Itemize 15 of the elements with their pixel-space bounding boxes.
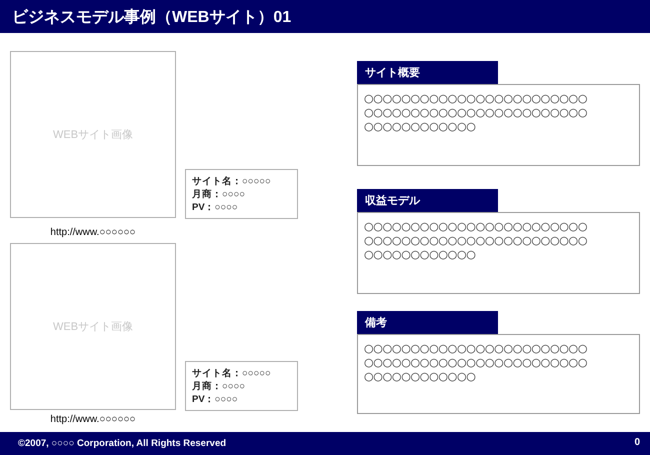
info-box: サイト名：○○○○○ 月商：○○○○ PV：○○○○ bbox=[185, 361, 298, 411]
info-box: サイト名：○○○○○ 月商：○○○○ PV：○○○○ bbox=[185, 169, 298, 219]
url-text: http://www.○○○○○○ bbox=[49, 414, 137, 425]
copyright-text: ©2007, ○○○○ Corporation, All Rights Reserved bbox=[18, 438, 226, 449]
picture-frame bbox=[10, 51, 176, 218]
text-box: ○○○○○○○○○○○○○○○○○○○○○○○○ ○○○○○○○○○○○○○○○○○○○○○○○○ ○○○○○○○○○○○○ bbox=[357, 334, 640, 414]
picture-frame bbox=[10, 243, 176, 410]
title: ビジネスモデル事例（WEBサイト）01 bbox=[12, 8, 292, 28]
text-box: ○○○○○○○○○○○○○○○○○○○○○○○○ ○○○○○○○○○○○○○○○○○○○○○○○○ ○○○○○○○○○○○○ bbox=[357, 212, 640, 294]
section-heading: サイト概要 bbox=[357, 61, 498, 84]
section-heading: 収益モデル bbox=[357, 189, 498, 212]
page-number: 0 bbox=[634, 437, 640, 448]
section-heading: 備考 bbox=[357, 311, 498, 334]
text-box: ○○○○○○○○○○○○○○○○○○○○○○○○ ○○○○○○○○○○○○○○○○○○○○○○○○ ○○○○○○○○○○○○ bbox=[357, 84, 640, 166]
url-text: http://www.○○○○○○ bbox=[49, 227, 137, 238]
